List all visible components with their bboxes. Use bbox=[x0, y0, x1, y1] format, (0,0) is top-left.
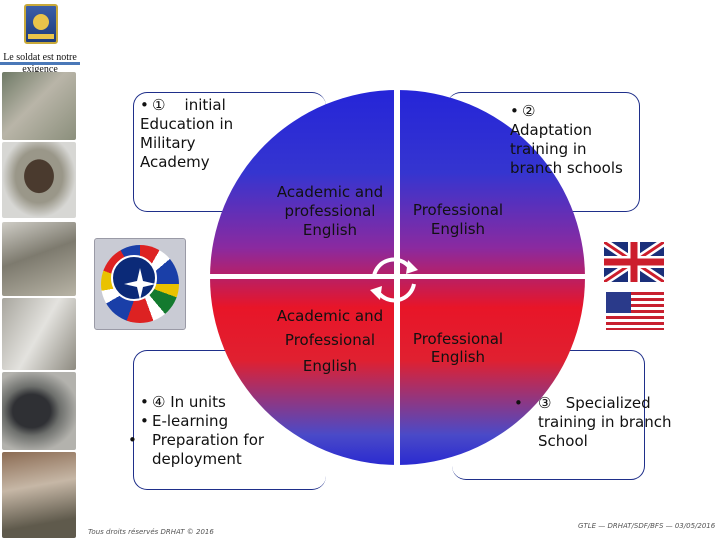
list-item: •E-learning bbox=[140, 412, 229, 430]
step-1-text: •① initial Education in Military Academy bbox=[140, 96, 234, 171]
circle-horizontal-divider bbox=[210, 274, 585, 279]
quadrant-bottom-left-line: Professional bbox=[284, 331, 376, 349]
us-flag-icon bbox=[606, 292, 664, 330]
step-4-list: •④ In units •E-learning •Preparation for… bbox=[128, 393, 270, 469]
copyright-footer: Tous droits réservés DRHAT © 2016 bbox=[88, 528, 214, 536]
cycle-arrows-icon bbox=[370, 257, 418, 303]
step-1-label: initial Education in Military Academy bbox=[140, 96, 234, 171]
soldier-photo bbox=[2, 142, 76, 218]
step-3-text: •③ Specialized training in branch School bbox=[514, 394, 672, 450]
soldier-photo bbox=[2, 72, 76, 140]
step-1-marker: ① bbox=[152, 96, 166, 114]
quadrant-top-right-label: Professional English bbox=[412, 201, 504, 238]
uk-flag-icon bbox=[604, 242, 664, 282]
quadrant-bottom-left-line: English bbox=[302, 357, 358, 375]
list-item: •④ In units bbox=[140, 393, 226, 411]
step-2-text: •② Adaptation training in branch schools bbox=[510, 102, 623, 177]
soldier-photo bbox=[2, 298, 76, 370]
drhat-logo-icon bbox=[24, 4, 58, 44]
quadrant-bottom-right-label: Professional English bbox=[412, 330, 504, 366]
step-3-label: Specialized training in branch School bbox=[538, 394, 672, 450]
step-2-marker: ② bbox=[522, 102, 536, 120]
step-3-marker: ③ bbox=[538, 394, 552, 412]
quadrant-top-left-label: Academic and professional English bbox=[276, 183, 384, 239]
nato-emblem-icon bbox=[94, 238, 186, 330]
quadrant-bottom-left-label: Academic and Professional English bbox=[275, 304, 385, 378]
soldier-photo bbox=[2, 372, 76, 450]
reference-footer: GTLE — DRHAT/SDF/BFS — 03/05/2016 bbox=[578, 522, 716, 530]
step-2-label: Adaptation training in branch schools bbox=[510, 121, 623, 177]
soldier-photo bbox=[2, 452, 76, 538]
quadrant-bottom-left-line: Academic and bbox=[276, 307, 384, 325]
list-item: •Preparation for deployment bbox=[128, 431, 265, 468]
soldier-photo bbox=[2, 222, 76, 296]
motto-text: Le soldat est notre exigence bbox=[3, 52, 77, 75]
motto-divider bbox=[0, 62, 80, 65]
